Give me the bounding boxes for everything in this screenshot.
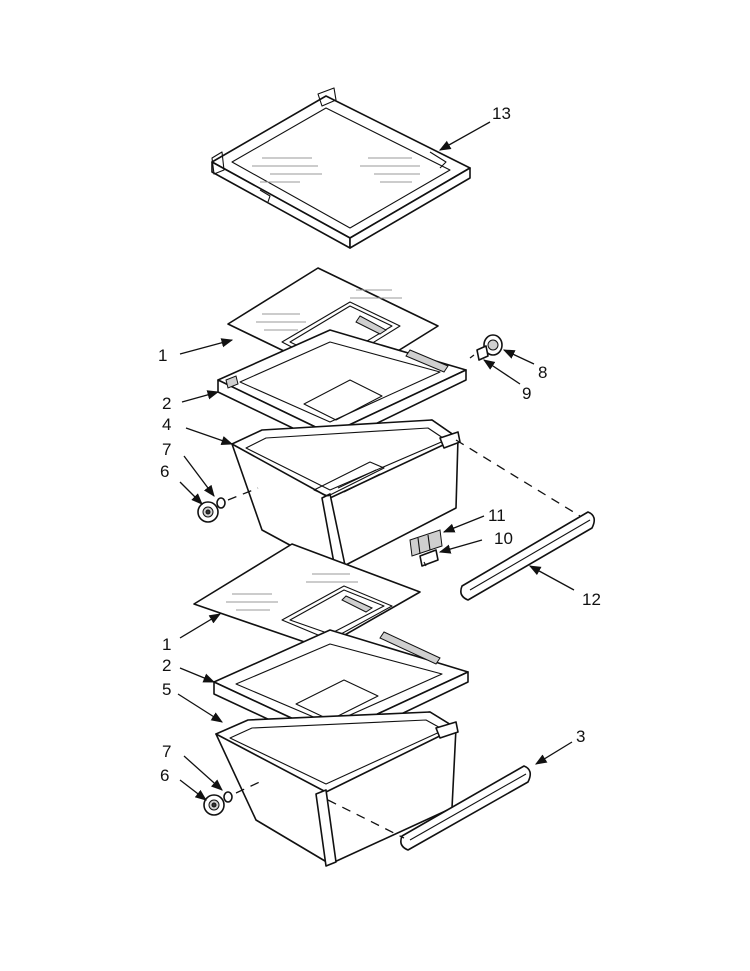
top-shelf-part-13 — [211, 87, 471, 249]
glass-reflection — [226, 573, 358, 611]
callout-labels: 13 1 8 9 2 4 7 6 11 10 12 1 2 5 3 7 6 — [158, 104, 601, 785]
roller-part-8 — [483, 334, 503, 356]
upper-roller-part-6 — [197, 501, 219, 523]
callout-3: 3 — [576, 727, 585, 746]
lower-crisper-drawer-part-5 — [215, 711, 459, 867]
lower-roller-part-6 — [203, 794, 225, 816]
callout-11: 11 — [488, 506, 506, 525]
upper-crisper-drawer-part-4 — [231, 419, 461, 575]
callout-12: 12 — [582, 590, 601, 609]
axle-part-9 — [476, 345, 489, 361]
callout-8: 8 — [538, 363, 547, 382]
callout-9: 9 — [522, 384, 531, 403]
callout-6-lower: 6 — [160, 766, 169, 785]
clip-part-10 — [419, 549, 439, 567]
assembly-lines — [227, 354, 581, 839]
callout-13: 13 — [492, 104, 511, 123]
callout-1-upper: 1 — [158, 346, 167, 365]
glass-reflection — [256, 289, 402, 331]
glass-reflection — [252, 157, 420, 183]
rail-part-12 — [460, 511, 596, 601]
upper-axle-part-7 — [216, 497, 226, 509]
callout-4: 4 — [162, 415, 171, 434]
callout-1-lower: 1 — [162, 635, 171, 654]
lower-crisper-glass-part-1 — [193, 543, 421, 649]
callout-2-lower: 2 — [162, 656, 171, 675]
callout-2-upper: 2 — [162, 394, 171, 413]
callout-7-upper: 7 — [162, 440, 171, 459]
lower-axle-part-7 — [223, 791, 233, 803]
rail-part-3 — [400, 765, 532, 851]
callout-10: 10 — [494, 529, 513, 548]
callout-7-lower: 7 — [162, 742, 171, 761]
leader-lines — [177, 121, 575, 801]
callout-5: 5 — [162, 680, 171, 699]
callout-6-upper: 6 — [160, 462, 169, 481]
